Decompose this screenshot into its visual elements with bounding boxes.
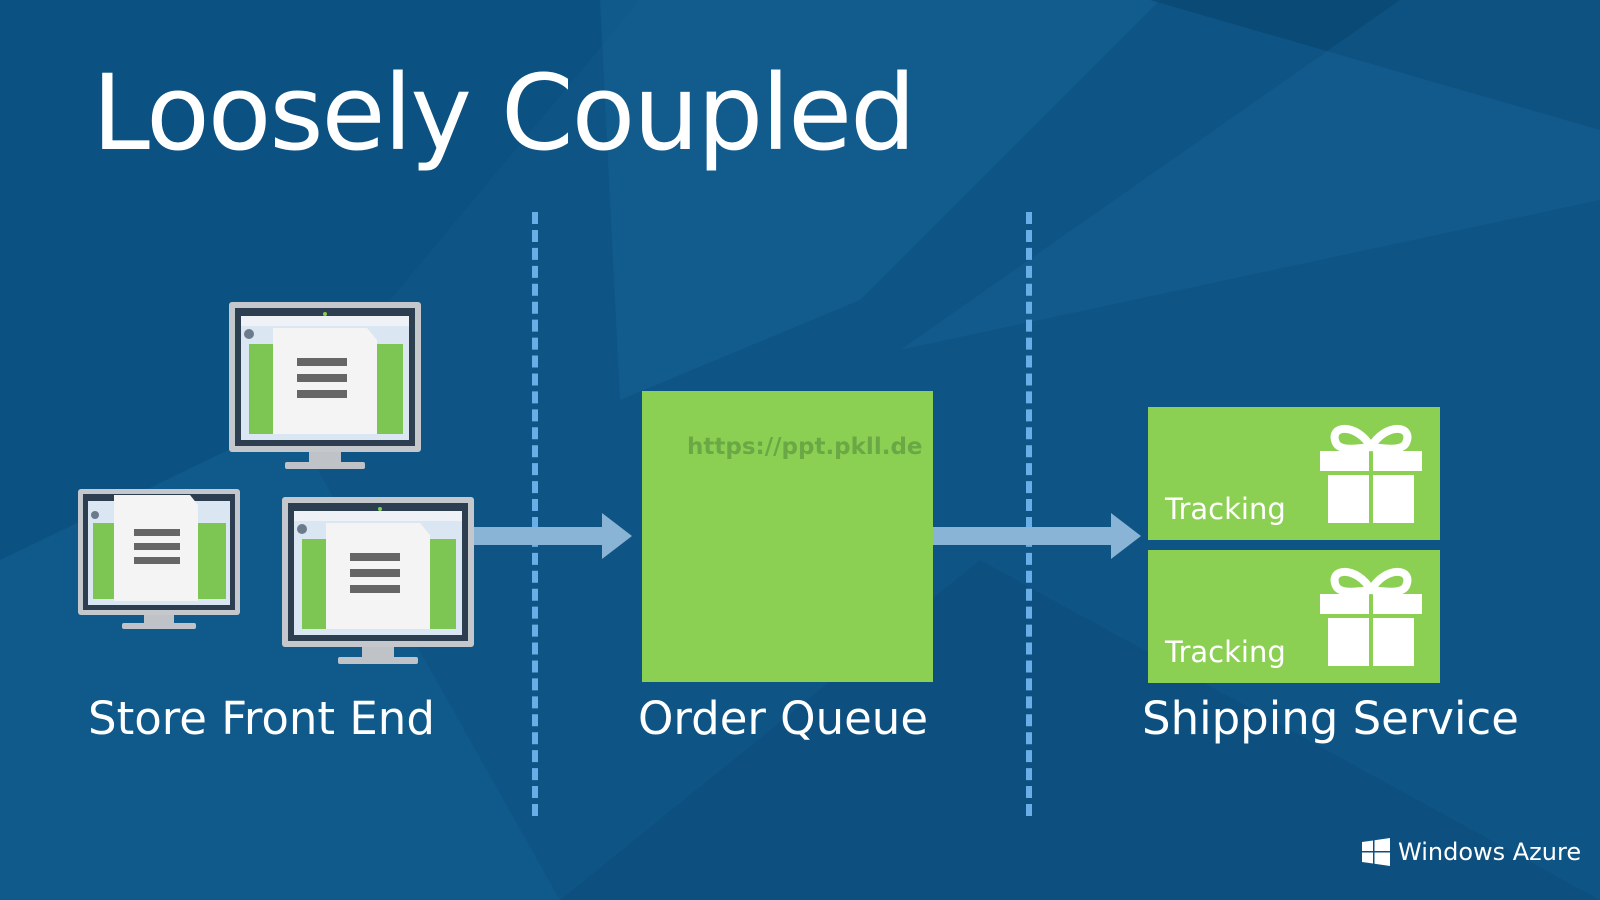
- label-shipping-service: Shipping Service: [1142, 692, 1519, 745]
- slide-title: Loosely Coupled: [92, 52, 916, 174]
- watermark-text: https://ppt.pkll.de: [687, 434, 923, 460]
- monitor-icon: [229, 302, 421, 469]
- tracking-tile: Tracking: [1148, 550, 1440, 683]
- arrow-right-icon: [933, 513, 1141, 559]
- order-queue-box: [642, 391, 933, 682]
- label-order-queue: Order Queue: [638, 692, 929, 745]
- windows-logo-icon: [1362, 838, 1390, 866]
- brand-footer: Windows Azure: [1362, 838, 1581, 866]
- gift-icon: [1320, 568, 1422, 666]
- tile-label: Tracking: [1165, 492, 1286, 526]
- monitor-icon: [78, 489, 240, 629]
- tile-label: Tracking: [1165, 635, 1286, 669]
- divider-left: [532, 212, 538, 816]
- gift-icon: [1320, 425, 1422, 523]
- monitor-icon: [282, 497, 474, 664]
- label-store-front-end: Store Front End: [88, 692, 435, 745]
- brand-name: Windows Azure: [1398, 838, 1582, 866]
- arrow-right-icon: [474, 513, 632, 559]
- divider-right: [1026, 212, 1032, 816]
- tracking-tile: Tracking: [1148, 407, 1440, 540]
